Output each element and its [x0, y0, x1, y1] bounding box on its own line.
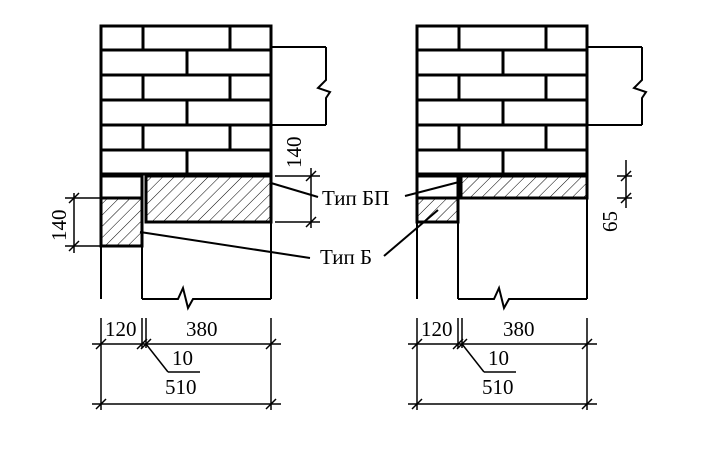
left-detail: 140 140: [47, 24, 332, 410]
right-lintels: [415, 174, 589, 224]
right-lintel-bp: [459, 174, 589, 200]
right-dim-inner: 120: [421, 317, 453, 341]
right-dim-outer: 380: [503, 317, 535, 341]
right-dim-lintel-height: [617, 160, 632, 208]
left-brick-wall: [99, 24, 273, 176]
right-jambs: [416, 198, 588, 311]
left-dim-lintel-height: [65, 192, 101, 253]
left-jambs: [100, 222, 272, 311]
right-section-cut: [587, 46, 648, 126]
left-dim-beam-height: [275, 168, 320, 228]
left-dim-total: 510: [165, 375, 197, 399]
right-brick-wall: [415, 24, 589, 176]
left-brick-small: [99, 174, 144, 200]
label-type-bp: Тип БП: [322, 186, 389, 210]
left-lintels: [99, 174, 273, 248]
left-dim-outer: 380: [186, 317, 218, 341]
left-section-cut: [271, 46, 332, 126]
right-dims-horizontal: [408, 318, 597, 410]
label-type-b: Тип Б: [320, 245, 372, 269]
right-dim-lintel-height-text: 65: [598, 211, 622, 232]
left-lintel-b: [99, 196, 144, 248]
left-dim-inner: 120: [105, 317, 137, 341]
right-leaders: [383, 181, 460, 257]
left-dim-gap: 10: [172, 346, 193, 370]
left-leaders: [139, 182, 319, 259]
right-detail: 65 120 380 10 510: [383, 24, 648, 410]
right-dim-gap: 10: [488, 346, 509, 370]
left-lintel-bp: [144, 174, 273, 224]
left-dim-lintel-height-text: 140: [47, 210, 71, 242]
left-dims-horizontal: [92, 318, 281, 410]
right-dim-total: 510: [482, 375, 514, 399]
left-dim-beam-height-text: 140: [282, 137, 306, 169]
